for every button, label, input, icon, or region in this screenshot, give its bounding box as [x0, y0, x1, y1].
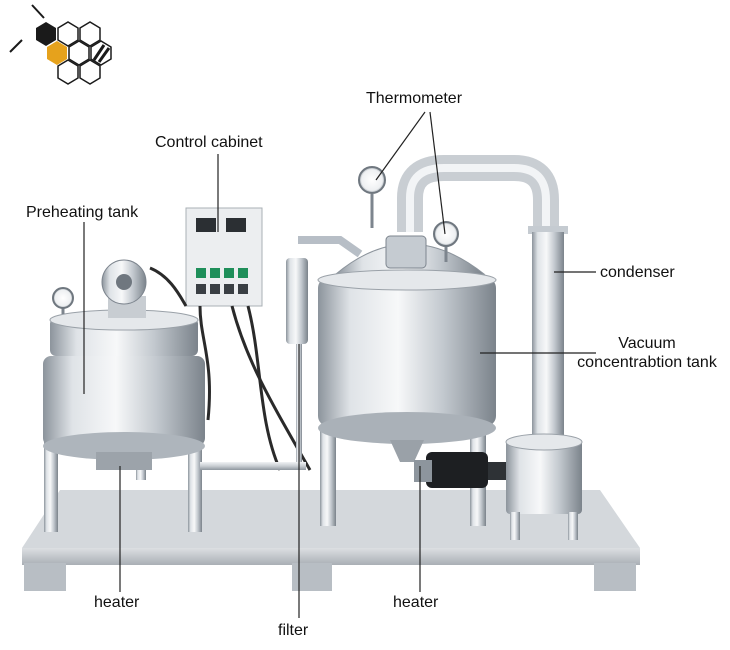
control-cabinet: [149, 207, 312, 471]
label-preheating-tank: Preheating tank: [26, 204, 139, 221]
pointer-lines: [83, 111, 596, 618]
label-thermometer: Thermometer: [366, 90, 463, 107]
honeycomb-bee-logo-icon: [9, 4, 112, 85]
label-control-cabinet: Control cabinet: [155, 134, 263, 151]
preheating-tank: [43, 259, 205, 532]
pump: [414, 452, 512, 488]
condenser: [397, 155, 583, 540]
label-heater-left: heater: [94, 594, 140, 611]
label-vacuum-line-1: Vacuum: [618, 335, 676, 352]
label-heater-right: heater: [393, 594, 439, 611]
label-condenser: condenser: [600, 264, 675, 281]
label-vacuum-line-2: concentrabtion tank: [577, 354, 717, 371]
label-vacuum-concentration-tank: Vacuum concentrabtion tank: [566, 334, 728, 372]
label-filter: filter: [278, 622, 309, 639]
